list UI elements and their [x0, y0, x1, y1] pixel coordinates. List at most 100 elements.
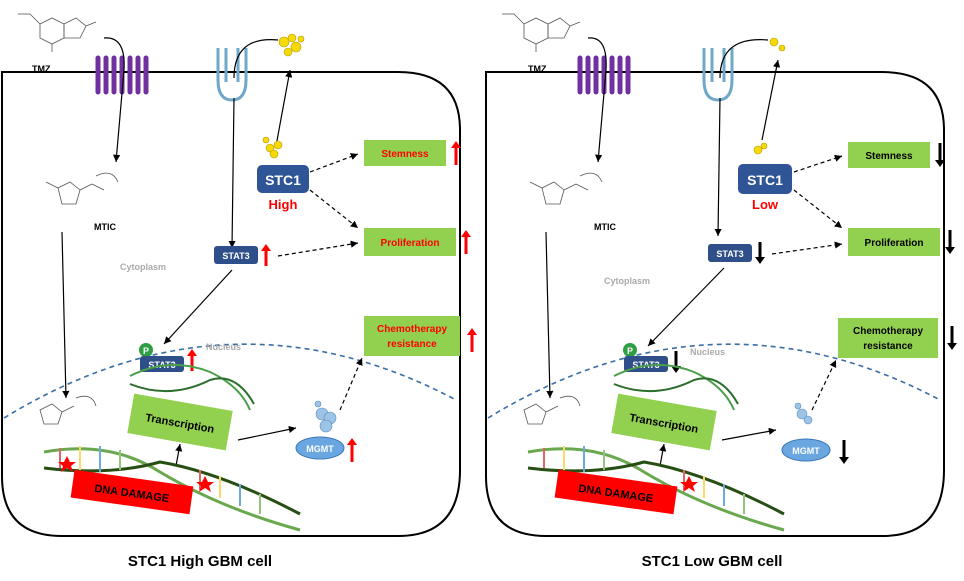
- tmz-label: TMZ: [32, 64, 51, 74]
- stc1-to-stemness-arrow: [309, 153, 359, 173]
- stat3-cytoplasm-label: STAT3: [222, 251, 249, 261]
- stc1-box: [738, 164, 792, 194]
- chemoresistance-change-arrow: [467, 328, 477, 352]
- cell-membrane: [485, 71, 945, 537]
- dna-helix-icon: [527, 447, 785, 532]
- chemoresistance-label-line1: Chemotherapy: [853, 326, 923, 337]
- stc1-protein-icon: [278, 33, 305, 57]
- receptor-to-stat3-arrow: [228, 97, 236, 249]
- arrow-down-icon: [945, 247, 955, 254]
- transmembrane-receptor-icon: [577, 55, 631, 95]
- phospho-label: P: [143, 346, 149, 356]
- mgmt-to-chemoresistance-arrow: [811, 359, 837, 411]
- tmz-molecule-icon: [502, 13, 581, 52]
- arrow-down-icon: [947, 343, 957, 350]
- stc1-secretion-arrow: [761, 59, 781, 141]
- stat3-cytoplasm-label: STAT3: [716, 249, 743, 259]
- mtic-label: MTIC: [94, 222, 116, 232]
- proliferation-label: Proliferation: [381, 238, 440, 249]
- arrow-up-icon: [451, 141, 461, 148]
- arrow-up-icon: [467, 328, 477, 335]
- stc1-secreted-icon: [753, 142, 768, 155]
- mgmt-change-arrow: [839, 440, 849, 464]
- mgmt-protein-icon: [314, 400, 337, 433]
- stat3-cytoplasm-box: [214, 246, 258, 264]
- stc1-to-proliferation-arrow: [793, 189, 843, 229]
- nuclear-envelope: [3, 343, 457, 419]
- stemness-box: [848, 142, 930, 168]
- chemoresistance-box: [838, 318, 938, 358]
- mtic-dna-molecule-icon: [523, 395, 581, 425]
- chemoresistance-label-line2: resistance: [863, 341, 913, 352]
- receptor-to-stat3-arrow: [714, 97, 722, 237]
- stc1-box: [257, 165, 309, 193]
- stat3-nucleus-change-arrow: [671, 351, 681, 373]
- transcription-box: [611, 393, 717, 451]
- proliferation-box: [848, 228, 940, 256]
- panel-caption: STC1 High GBM cell: [128, 553, 272, 570]
- transcription-to-mgmt-arrow: [237, 425, 297, 441]
- mgmt-label: MGMT: [306, 444, 334, 454]
- damage-star-icons: [58, 456, 214, 492]
- arrow-down-icon: [755, 257, 765, 264]
- panel-stc1-high: TMZ MTIC Cytoplasm Nucleus: [1, 13, 477, 570]
- stat3-translocation-arrow: [163, 269, 233, 345]
- mtic-molecule-icon: [45, 172, 119, 205]
- chemoresistance-box: [364, 316, 460, 356]
- mgmt-to-chemoresistance-arrow: [339, 357, 363, 411]
- mtic-arrow: [61, 231, 70, 399]
- dna-base-pairs: [59, 446, 261, 514]
- mtic-arrow: [545, 231, 554, 399]
- tmz-entry-arrow: [587, 37, 607, 163]
- dna-to-transcription-arrow: [175, 443, 183, 467]
- chemoresistance-change-arrow: [947, 326, 957, 350]
- proliferation-box: [364, 228, 456, 256]
- transcription-to-mgmt-arrow: [721, 427, 777, 441]
- proliferation-change-arrow: [461, 230, 471, 254]
- stc1-level-label: High: [269, 197, 298, 212]
- stc1-to-proliferation-arrow: [309, 189, 359, 229]
- proliferation-label: Proliferation: [865, 238, 924, 249]
- stemness-change-arrow: [935, 143, 945, 167]
- dna-transcription-icon: [129, 363, 255, 411]
- chemoresistance-label-line1: Chemotherapy: [377, 324, 447, 335]
- arrow-up-icon: [261, 244, 271, 251]
- arrow-up-icon: [187, 349, 197, 356]
- transmembrane-receptor-icon: [95, 55, 149, 95]
- stat3-change-arrow: [261, 244, 271, 266]
- stc1-receptor-icon: [702, 48, 734, 102]
- stat3-nucleus-change-arrow: [187, 349, 197, 371]
- stc1-label: STC1: [265, 172, 301, 188]
- stc1-secreted-icon: [262, 136, 283, 159]
- stc1-receptor-icon: [216, 48, 248, 102]
- phospho-label: P: [627, 346, 633, 356]
- tmz-molecule-icon: [18, 13, 97, 52]
- dna-helix-icon: [43, 447, 301, 532]
- stc1-level-label: Low: [752, 197, 779, 212]
- mgmt-badge: [781, 438, 831, 462]
- stemness-label: Stemness: [381, 149, 429, 160]
- cytoplasm-label: Cytoplasm: [604, 276, 650, 286]
- stemness-change-arrow: [451, 141, 461, 165]
- mgmt-label: MGMT: [792, 446, 820, 456]
- arrow-down-icon: [839, 457, 849, 464]
- chemoresistance-label-line2: resistance: [387, 339, 437, 350]
- arrow-up-icon: [347, 438, 357, 445]
- panel-stc1-low: TMZ MTIC Cytoplasm Nucleus: [485, 13, 957, 570]
- cell-membrane: [1, 71, 461, 537]
- stc1-secretion-arrow: [275, 69, 293, 147]
- mgmt-change-arrow: [347, 438, 357, 462]
- nuclear-envelope: [487, 343, 941, 419]
- stemness-box: [364, 140, 446, 166]
- stc1-to-stemness-arrow: [793, 154, 843, 173]
- dna-damage-banner: [70, 469, 194, 515]
- stat3-to-proliferation-arrow: [277, 240, 359, 257]
- mgmt-badge: [295, 436, 345, 460]
- phospho-badge: [139, 343, 153, 357]
- cytoplasm-label: Cytoplasm: [120, 262, 166, 272]
- dna-base-pairs: [543, 446, 745, 514]
- mgmt-protein-icon: [794, 402, 813, 425]
- dna-damage-banner: [554, 469, 678, 515]
- arrow-down-icon: [935, 160, 945, 167]
